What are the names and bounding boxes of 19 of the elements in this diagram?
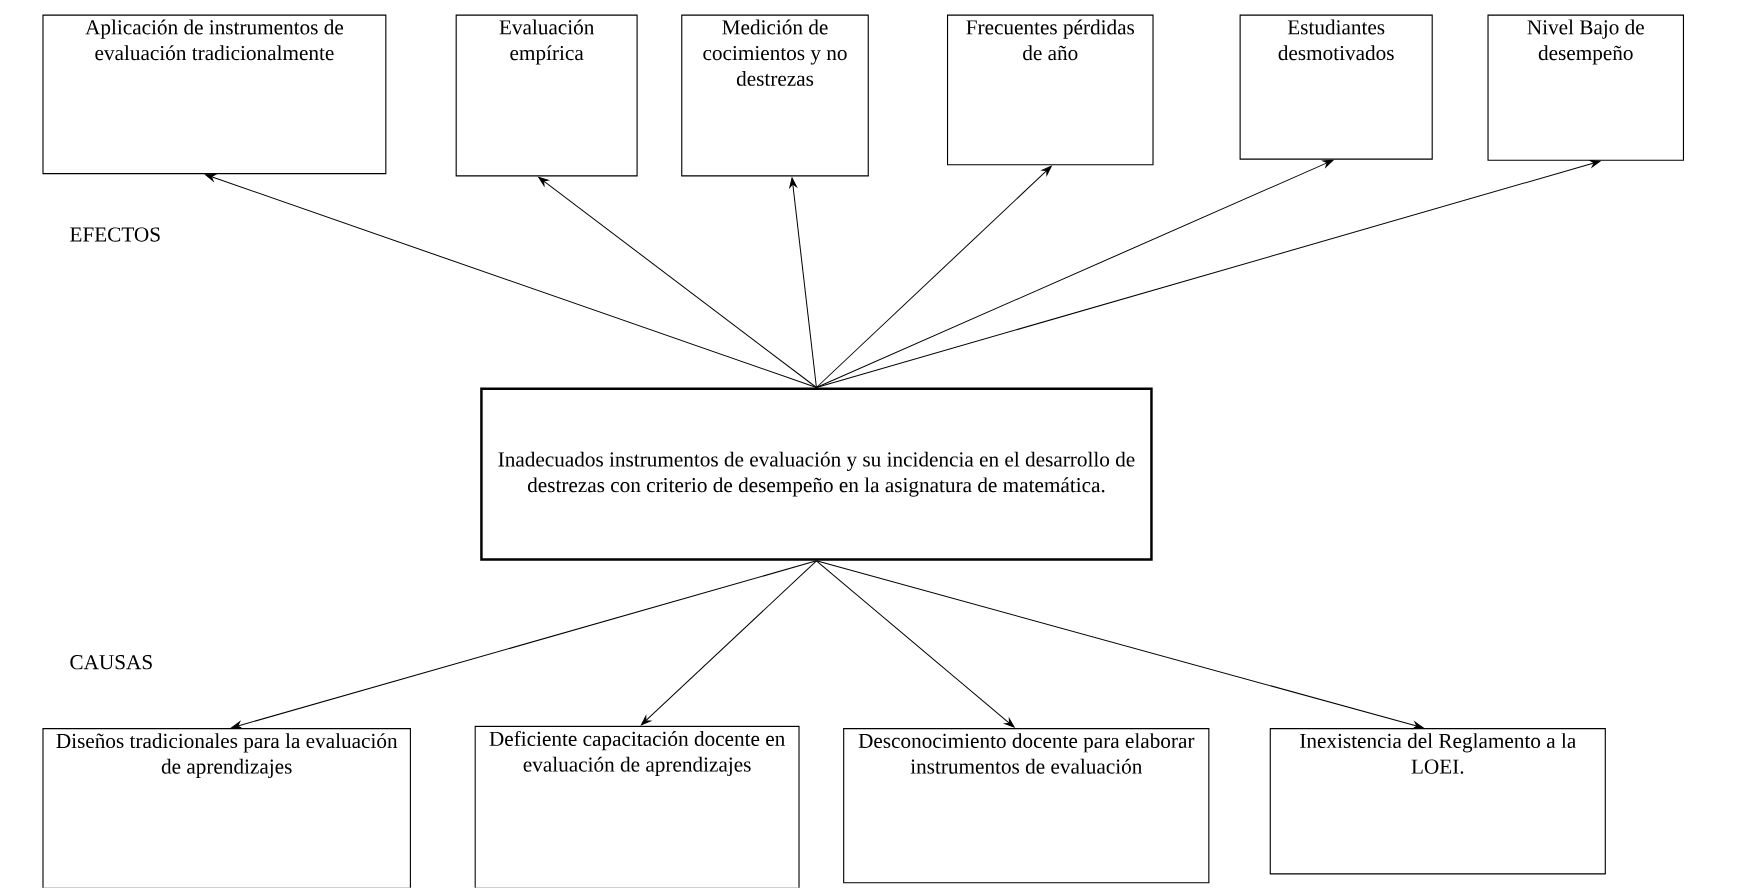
cause-box: Diseños tradicionales para la evaluación de aprendizajes — [42, 728, 411, 888]
effect-box: Frecuentes pérdidas de año — [947, 14, 1154, 166]
arrow — [815, 560, 1424, 730]
arrow — [815, 159, 1334, 389]
cause-box: Deficiente capacitación docente en evaluación de aprendizajes — [474, 726, 800, 888]
arrow — [640, 560, 817, 726]
effect-box: Medición de cocimientos y no destrezas — [681, 14, 869, 177]
arrow — [815, 165, 1052, 389]
arrow — [205, 174, 817, 389]
section-label: EFECTOS — [70, 227, 160, 242]
effect-box: Estudiantes desmotivados — [1239, 14, 1433, 160]
effect-box: Aplicación de instrumentos de evaluación tradicionalmente — [42, 14, 387, 175]
section-label: CAUSAS — [70, 655, 152, 670]
effect-box: Nivel Bajo de desempeño — [1487, 14, 1684, 161]
cause-box: Desconocimiento docente para elaborar instrumentos de evaluación — [843, 728, 1210, 884]
problem-box: Inadecuados instrumentos de evaluación y su incidencia en el desarrollo de destrezas con criterio de desempeño en la asignatura de matemática. — [480, 387, 1153, 561]
effect-box: Evaluación empírica — [455, 14, 638, 177]
arrow — [815, 560, 1015, 728]
cause-box: Inexistencia del Reglamento a la LOEI. — [1269, 728, 1606, 875]
